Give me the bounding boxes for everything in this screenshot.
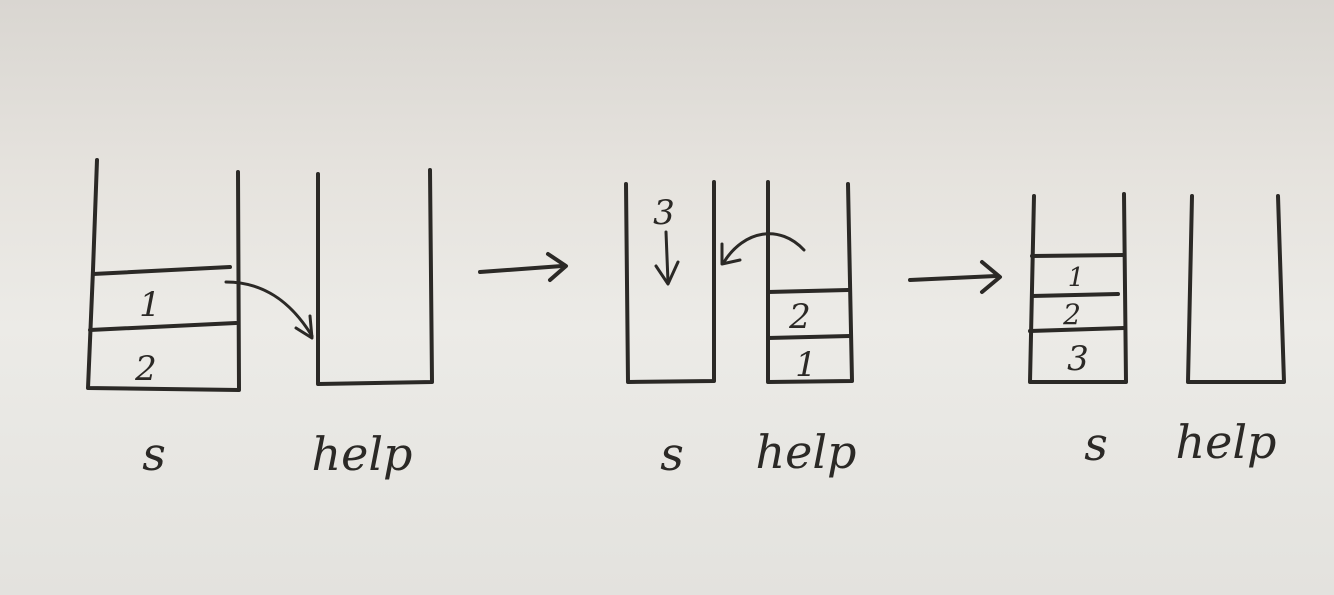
- down-arrow-icon: [654, 230, 680, 286]
- stage-2-help-item-top: 2: [788, 297, 811, 337]
- stage-3-s-label: s: [1084, 417, 1108, 471]
- stage-2-s-stack: 3 s: [624, 180, 716, 481]
- stage-3-s-container: [1028, 192, 1128, 384]
- stage-2-help-stack: 2 1 help: [755, 180, 857, 479]
- stage-3: 1 2 3 s help: [1028, 192, 1286, 471]
- stage-1-s-container: [86, 158, 241, 392]
- stage-2-help-label: help: [755, 425, 856, 479]
- stage-1-s-label: s: [142, 427, 166, 481]
- stage-3-s-item-bottom: 3: [1067, 339, 1089, 379]
- stage-2-s-label: s: [660, 427, 684, 481]
- stage-1: 1 2 s help: [86, 158, 434, 481]
- stage-1-help-label: help: [311, 427, 412, 481]
- stage-2-s-container: [624, 180, 716, 384]
- stage-3-s-stack: 1 2 3 s: [1028, 192, 1128, 471]
- transition-arrow-1: [478, 252, 568, 282]
- stage-1-move-arrow: [224, 280, 314, 340]
- stage-3-help-stack: help: [1175, 194, 1286, 469]
- transition-arrow-2: [908, 260, 1002, 294]
- stage-3-s-item-top: 1: [1068, 263, 1085, 293]
- stage-2-help-divider-mid: [766, 334, 852, 340]
- stage-1-s-item-2: 2: [134, 349, 157, 389]
- stage-3-s-divider-3: [1028, 326, 1126, 333]
- stage-3-s-divider-1: [1030, 253, 1126, 258]
- stage-1-help-stack: help: [311, 168, 434, 481]
- stage-3-help-container: [1186, 194, 1286, 384]
- stage-2-help-container: [766, 180, 854, 384]
- stage-3-help-label: help: [1175, 415, 1276, 469]
- stage-1-s-item-1: 1: [139, 285, 161, 325]
- stage-1-s-stack: 1 2 s: [86, 158, 241, 481]
- stage-1-help-container: [316, 168, 434, 386]
- stage-2-move-arrow: [720, 232, 806, 266]
- stage-2: 3 s 2 1 help: [624, 180, 857, 481]
- stage-3-s-item-mid: 2: [1062, 298, 1081, 331]
- stage-2-help-divider-top: [766, 288, 850, 294]
- stage-1-s-divider-mid: [88, 321, 238, 332]
- stage-2-help-item-bottom: 1: [795, 345, 817, 385]
- stage-1-s-divider-top: [91, 265, 232, 276]
- stage-3-s-divider-2: [1030, 292, 1120, 298]
- stage-2-s-incoming-item: 3: [653, 193, 675, 233]
